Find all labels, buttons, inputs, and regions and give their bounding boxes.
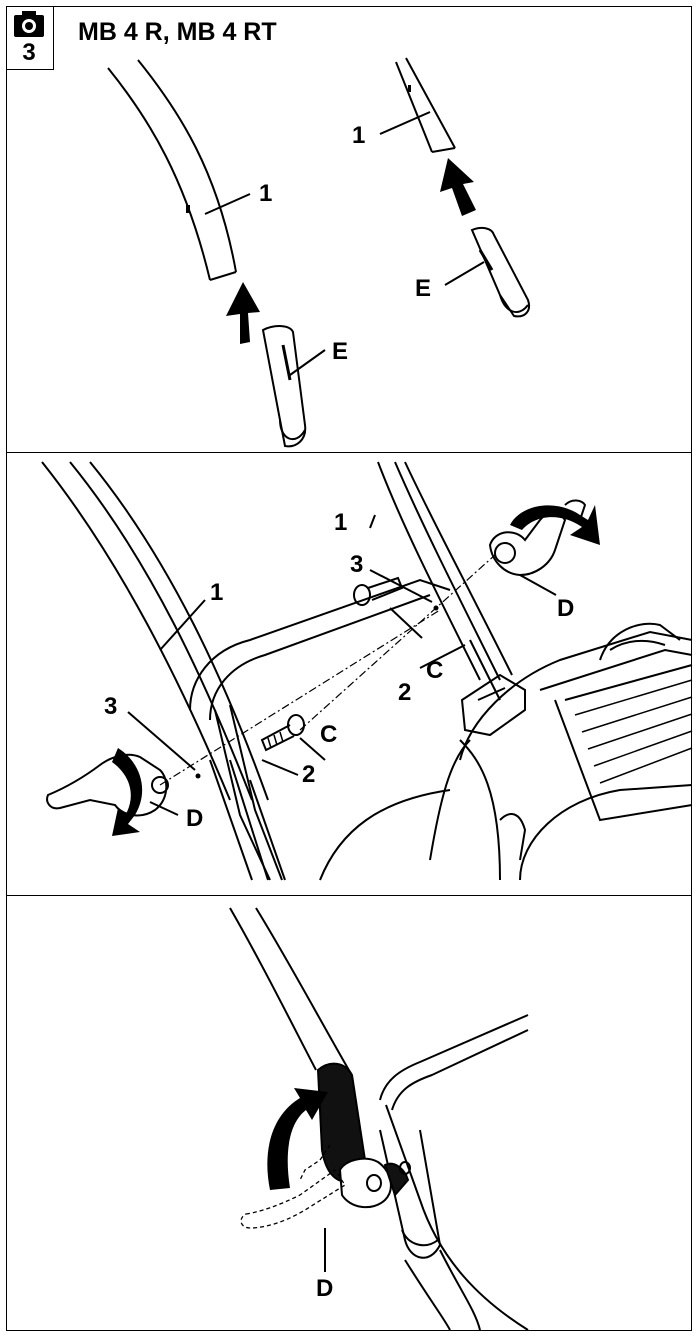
handle-tube-upper [229,907,351,1073]
handle-tube-right [395,57,456,153]
step-number: 3 [22,39,36,66]
end-cap-right [470,226,530,318]
label-bolt-c-upper: C [426,657,443,684]
label-knob-d-left: D [186,805,203,832]
label-handlebar-1b: 1 [352,122,365,149]
panel-2-handle-mount [41,461,693,881]
label-hole-3-left: 3 [104,693,117,720]
panel-divider-1 [6,452,692,453]
label-handlebar-1a: 1 [259,180,272,207]
handle-tube-right-long [377,461,513,701]
panel-1-end-caps [107,57,530,448]
bolt-upper [353,576,404,606]
rotate-arrow-left [112,748,143,836]
label-lower-frame-2-right: 2 [398,679,411,706]
label-lower-frame-2-left: 2 [302,761,315,788]
camera-icon [14,11,44,37]
label-bolt-c-lower: C [320,721,337,748]
knob-right [488,499,587,577]
label-knob-d-folded: D [316,1275,333,1302]
lower-frame [189,578,451,881]
label-end-cap-e-right: E [415,275,431,302]
step-badge: 3 [6,6,54,70]
handle-tube-lower [379,1129,481,1331]
handle-tube-left [107,59,237,281]
label-handlebar-1-right: 1 [334,509,347,536]
insert-arrow-right [440,158,476,216]
end-cap-left [261,325,307,448]
panel-3-knob-fold [229,907,529,1331]
label-knob-d-right: D [557,595,574,622]
clamp-hub [338,1157,392,1209]
panel-divider-2 [6,895,692,896]
knob-left [46,753,169,817]
page-title: MB 4 R, MB 4 RT [78,18,277,46]
lower-frame-top [379,1014,529,1331]
knob-ghost-dashed [240,1144,346,1229]
page-frame [6,6,692,1331]
handle-tube-left-long [41,461,286,881]
insert-arrow-left [226,282,260,344]
clamp-block-right [460,673,526,737]
bolt-lower [260,714,305,752]
label-end-cap-e-left: E [332,338,348,365]
label-hole-3-right: 3 [350,551,363,578]
label-handlebar-1-left: 1 [210,579,223,606]
rotate-arrow-right [510,505,600,545]
engine-housing [429,622,693,881]
rotate-arrow-up [267,1088,328,1190]
